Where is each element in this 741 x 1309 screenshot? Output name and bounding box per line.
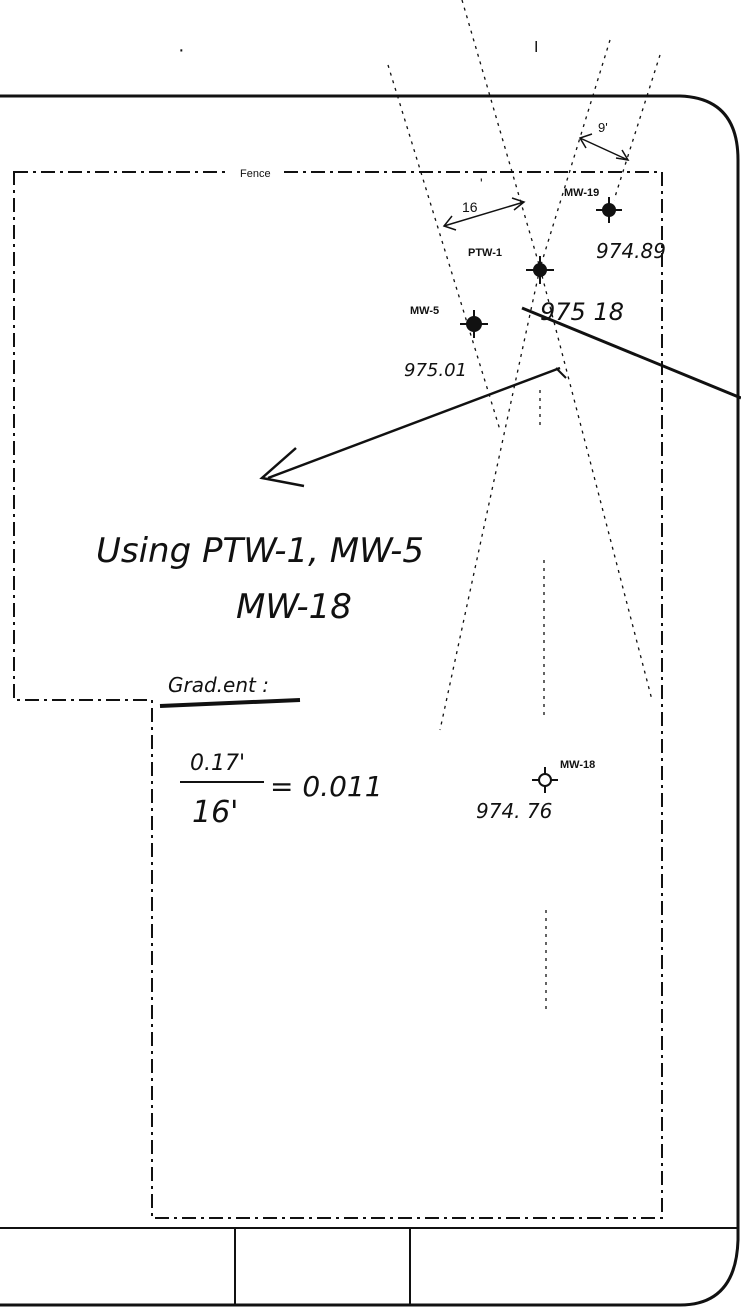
note-line-2: MW-18	[236, 587, 352, 627]
well-symbol-circle	[466, 316, 482, 332]
construction-line-d	[613, 54, 661, 201]
top-dot: ·	[178, 39, 185, 61]
flow-arrow-shaft	[267, 366, 561, 480]
well-symbol-circle	[538, 773, 552, 787]
dim-16-label: 16	[462, 199, 478, 215]
construction-line-e	[539, 267, 653, 701]
well-elevation: 974. 76	[476, 799, 552, 823]
fence-label-bg	[230, 164, 282, 180]
well-label: PTW-1	[468, 247, 502, 259]
construction-line-a	[461, 0, 541, 269]
dim-9-line	[579, 137, 629, 161]
well-elevation: 974.89	[596, 239, 666, 263]
well-elevation: 975 18	[540, 298, 624, 326]
note-line-1: Using PTW-1, MW-5	[96, 531, 424, 571]
construction-line-c	[539, 39, 611, 269]
gradient-line	[521, 306, 741, 400]
well-label: MW-18	[560, 759, 595, 771]
construction-lines	[387, 0, 661, 1010]
well-mw-19: MW-19 974.89	[564, 187, 666, 263]
construction-line-f	[439, 267, 541, 731]
well-label: MW-19	[564, 187, 599, 199]
top-tick: I	[534, 39, 538, 56]
well-ptw-1: PTW-1 975 18	[468, 247, 624, 326]
flow-arrow-head	[259, 447, 305, 488]
dim-16-prime: '	[480, 175, 483, 191]
fence-line	[13, 171, 663, 1219]
well-mw-18: MW-18 974. 76	[476, 759, 595, 823]
well-label: MW-5	[410, 305, 439, 317]
building-outline	[0, 94, 740, 1307]
dim-9-label: 9'	[598, 120, 608, 135]
well-mw-5: MW-5 975.01	[404, 305, 488, 381]
dim-16-arrow-right	[511, 197, 526, 211]
dim-16-line	[443, 201, 525, 227]
dim-9-arrow-right	[615, 149, 630, 162]
dim-16-arrow-left	[442, 215, 457, 231]
gradient-crossing-mark	[555, 367, 567, 379]
gradient-numerator: 0.17'	[190, 751, 245, 776]
dim-9-arrow-left	[578, 133, 593, 149]
well-symbol-circle	[602, 203, 616, 217]
gradient-label: Grad.ent :	[168, 673, 269, 697]
gradient-result: = 0.011	[270, 770, 383, 803]
well-elevation: 975.01	[404, 360, 467, 381]
gradient-label-underline	[159, 698, 301, 708]
gradient-denominator: 16'	[192, 795, 238, 830]
well-symbol-circle	[533, 263, 547, 277]
fence-label: Fence	[240, 168, 271, 180]
